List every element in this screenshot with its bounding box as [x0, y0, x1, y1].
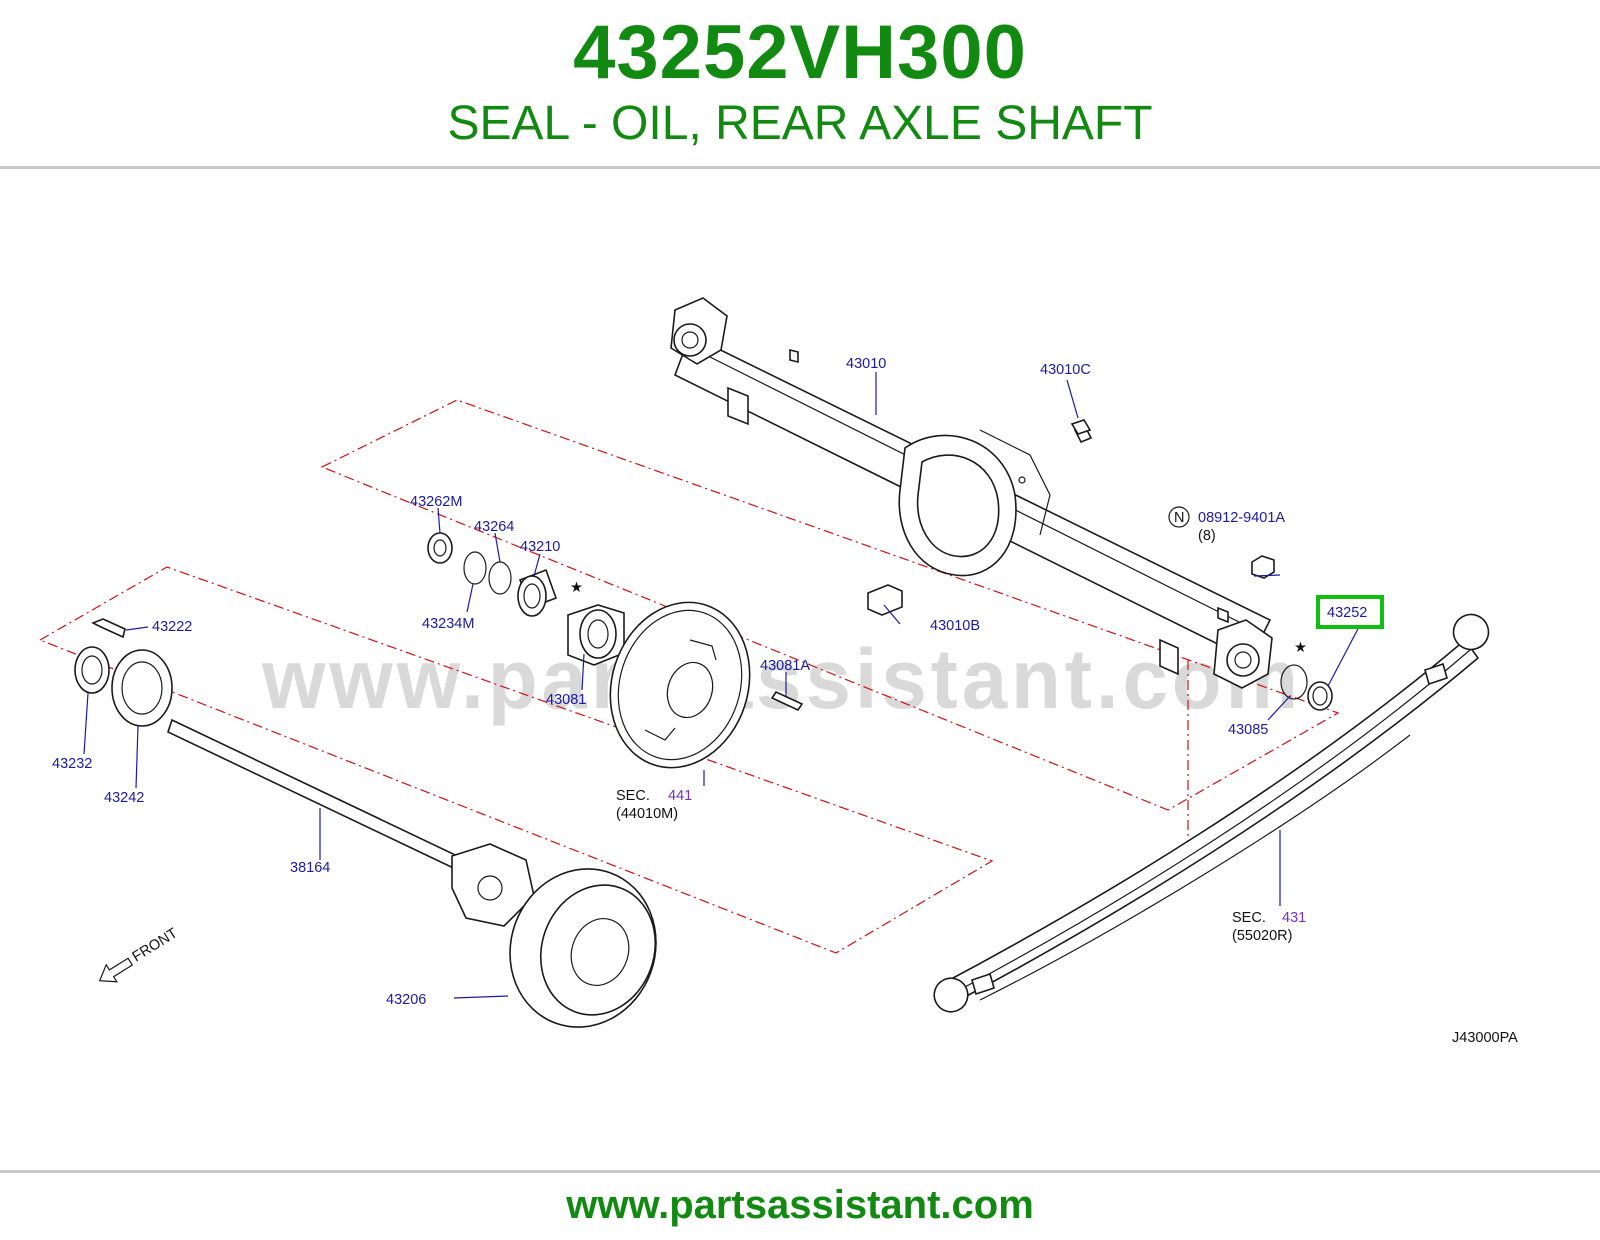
highlighted-part-box — [1316, 595, 1384, 629]
page-header: 43252VH300 SEAL - OIL, REAR AXLE SHAFT — [0, 0, 1600, 168]
star-mark-bearing: ★ — [570, 580, 583, 596]
callout-08912-qty: (8) — [1198, 528, 1216, 544]
footer-website-link[interactable]: www.partsassistant.com — [566, 1183, 1034, 1227]
hub-bolt-icon — [91, 618, 126, 639]
callout-43262m: 43262M — [410, 494, 462, 510]
watermark-text: www.partsassistant.com — [261, 632, 1302, 726]
lock-nut-icon — [427, 532, 453, 564]
leader-43262m — [437, 507, 441, 534]
drawing-code: J43000PA — [1452, 1030, 1518, 1046]
leaf-spring-icon — [933, 613, 1490, 1013]
sec441-ref: (44010M) — [616, 806, 678, 822]
callout-43252: 43252 — [1327, 605, 1367, 621]
header-divider — [0, 166, 1600, 169]
axle-seal-icon — [74, 646, 110, 694]
leader-43210 — [533, 553, 541, 577]
callout-43242: 43242 — [104, 790, 144, 806]
callout-43234m: 43234M — [422, 616, 474, 632]
brake-backing-plate-icon — [609, 601, 751, 769]
leader-43232 — [83, 692, 89, 755]
leader-43085 — [1267, 695, 1291, 721]
leader-43222 — [125, 626, 149, 631]
bearing-icon — [517, 568, 558, 617]
bolt-icon — [770, 690, 804, 712]
sec441-label: SEC. — [616, 788, 650, 804]
brake-drum-icon — [509, 868, 657, 1028]
callout-43210: 43210 — [520, 539, 560, 555]
callout-43081: 43081 — [546, 692, 586, 708]
callout-43232: 43232 — [52, 756, 92, 772]
callout-43264: 43264 — [474, 519, 514, 535]
callout-43010c: 43010C — [1040, 362, 1091, 378]
callout-43081a: 43081A — [760, 658, 810, 674]
nut-icon — [1251, 555, 1275, 579]
star-mark-seal: ★ — [1294, 640, 1307, 656]
part-number-title: 43252VH300 — [573, 10, 1027, 95]
sec431-ref: (55020R) — [1232, 928, 1292, 944]
callout-43222: 43222 — [152, 619, 192, 635]
breather-icon — [1070, 419, 1092, 435]
sec431-label: SEC. — [1232, 910, 1266, 926]
front-label: FRONT — [130, 925, 181, 965]
part-description: SEAL - OIL, REAR AXLE SHAFT — [447, 97, 1153, 150]
callout-43010b: 43010B — [930, 618, 980, 634]
callout-43085: 43085 — [1228, 722, 1268, 738]
leader-43206 — [453, 995, 509, 999]
leader-43010c — [1066, 379, 1079, 419]
o-ring-icon — [1280, 664, 1308, 700]
spacer-ring-icon — [488, 561, 512, 595]
axle-shaft-icon — [167, 718, 535, 927]
leader-43264 — [494, 532, 501, 563]
hub-assembly-boundary — [320, 399, 1340, 811]
shaft-assembly-boundary — [38, 566, 994, 954]
leader-43081 — [581, 653, 585, 691]
leader-43242 — [135, 725, 139, 789]
retainer-plate-icon — [111, 649, 173, 727]
bearing-cage-icon — [567, 604, 625, 666]
oil-seal-icon — [1307, 681, 1333, 711]
footer-divider — [0, 1170, 1600, 1173]
leader-43234m — [466, 583, 474, 613]
sec431-number: 431 — [1282, 910, 1306, 926]
callout-08912: 08912-9401A — [1198, 510, 1285, 526]
plug-icon — [867, 584, 903, 616]
sec441-number: 441 — [668, 788, 692, 804]
exploded-parts-diagram: www.partsassistant.com — [0, 170, 1600, 1170]
n-mark-circle — [1168, 506, 1190, 528]
leader-43010b — [883, 604, 901, 625]
callout-43010: 43010 — [846, 356, 886, 372]
n-mark-label: N — [1174, 510, 1184, 526]
front-arrow-icon — [98, 957, 134, 983]
callout-38164: 38164 — [290, 860, 330, 876]
leader-43252 — [1327, 624, 1361, 687]
leader-08912 — [1253, 574, 1281, 577]
lock-washer-icon — [463, 551, 487, 585]
callout-43206: 43206 — [386, 992, 426, 1008]
